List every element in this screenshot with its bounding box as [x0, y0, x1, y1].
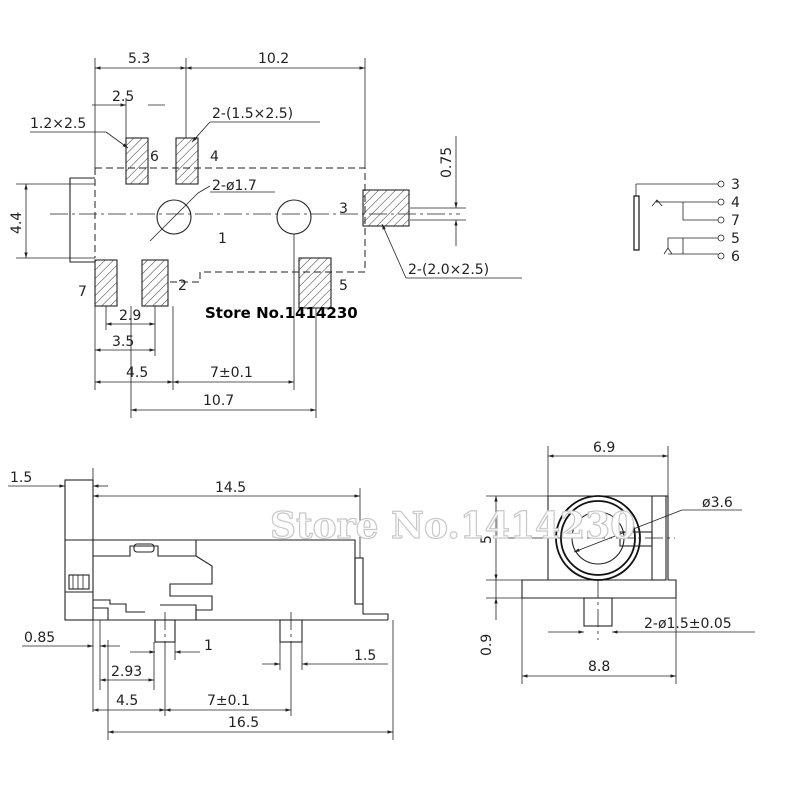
- side-dim-1-5-bottom: 1.5: [354, 648, 376, 664]
- pin-label-5: 5: [339, 278, 348, 294]
- pad-7: [94, 259, 118, 307]
- schematic-pin-6: 6: [731, 249, 740, 265]
- front-view: 6.9 ø3.6 5 0.9 2-ø1.5±0.05 8.8: [479, 440, 755, 684]
- top-body-outline: [94, 167, 366, 283]
- dim-4-4: 4.4: [9, 212, 25, 234]
- dim-3-5: 3.5: [112, 334, 134, 350]
- front-dim-8-8: 8.8: [588, 659, 610, 675]
- pad-6: [125, 137, 149, 185]
- dim-7-tol: 7±0.1: [210, 365, 253, 381]
- top-left-lip: [69, 177, 95, 263]
- schematic-pin-7: 7: [731, 213, 740, 229]
- side-dim-2-93: 2.93: [111, 664, 142, 680]
- pin-label-2: 2: [178, 278, 187, 294]
- pin-label-4: 4: [210, 149, 219, 165]
- hole-leader: [149, 192, 199, 242]
- schematic-pin-3: 3: [731, 177, 740, 193]
- pin-label-6: 6: [150, 149, 159, 165]
- side-dim-16-5: 16.5: [228, 715, 259, 731]
- pin-label-1: 1: [218, 231, 227, 247]
- dim-2-2-0x2-5: 2-(2.0×2.5): [408, 262, 489, 278]
- dim-2-9: 2.9: [119, 308, 141, 324]
- dim-2-5: 2.5: [112, 89, 134, 105]
- dim-4-5: 4.5: [126, 365, 148, 381]
- side-dim-7-tol: 7±0.1: [207, 693, 250, 709]
- store-label: Store No.1414230: [205, 304, 358, 322]
- side-dim-14-5: 14.5: [215, 480, 246, 496]
- hole-left: [156, 199, 192, 235]
- pad-5: [298, 257, 332, 309]
- dim-0-75: 0.75: [439, 147, 455, 178]
- side-dim-0-85: 0.85: [24, 630, 55, 646]
- top-view: 5.3 10.2 2.5 1.2×2.5 2-(1.5×2.5) 6 4 3 1…: [9, 51, 522, 418]
- schematic-pin-5: 5: [731, 231, 740, 247]
- front-dim-5: 5: [479, 535, 495, 544]
- dim-1-2x2-5: 1.2×2.5: [30, 116, 86, 132]
- front-dim-2-phi-1-5: 2-ø1.5±0.05: [644, 616, 732, 632]
- dim-10-2: 10.2: [258, 51, 289, 67]
- side-dim-1: 1: [204, 638, 213, 654]
- pad-4: [175, 137, 199, 185]
- side-flange: [64, 479, 94, 621]
- pin-label-3: 3: [339, 201, 348, 217]
- dim-2-phi-1-7: 2-ø1.7: [212, 178, 257, 194]
- schematic-pin-4: 4: [731, 195, 740, 211]
- side-body-top: [93, 539, 356, 602]
- pad-3: [362, 189, 410, 227]
- dim-10-7: 10.7: [203, 393, 234, 409]
- side-view: 1.5 14.5 0.85 2.93 1 1.5 4.5 7±0.1: [8, 468, 394, 740]
- pin-label-7: 7: [78, 284, 87, 300]
- front-dim-6-9: 6.9: [593, 440, 615, 456]
- side-dim-4-5: 4.5: [116, 693, 138, 709]
- watermark: Store No.1414230: [270, 505, 635, 547]
- front-dim-phi-3-6: ø3.6: [702, 495, 733, 511]
- schematic: 3 4 7 5 6: [633, 177, 740, 265]
- dim-2-1-5x2-5: 2-(1.5×2.5): [212, 106, 293, 122]
- pad-2: [141, 259, 169, 307]
- side-dim-1-5-top: 1.5: [10, 470, 32, 486]
- hole-right: [276, 199, 312, 235]
- dim-5-3: 5.3: [128, 51, 150, 67]
- front-dim-0-9: 0.9: [479, 634, 495, 656]
- schematic-sleeve: [633, 195, 640, 251]
